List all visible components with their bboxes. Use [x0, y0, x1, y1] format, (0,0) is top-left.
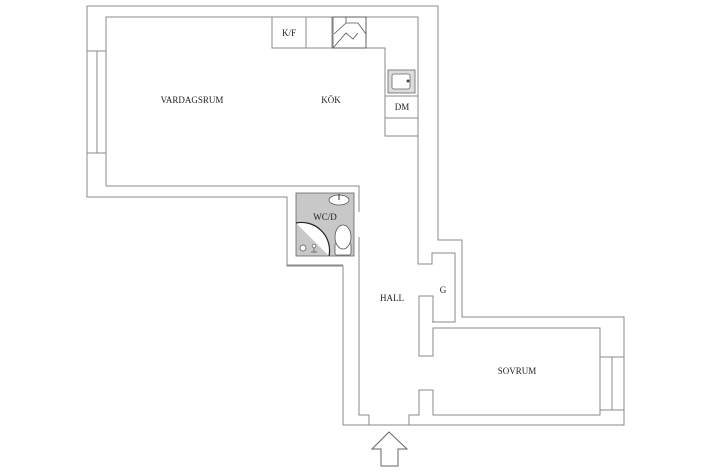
stove-hood-icon	[332, 16, 367, 49]
outer-wall	[86, 5, 625, 426]
sink-icon	[387, 69, 416, 94]
window-living	[87, 50, 106, 154]
inner-wall-hall	[358, 237, 601, 425]
toilet-icon	[334, 224, 352, 256]
room-label-hall: HALL	[380, 293, 404, 303]
inner-wall-living-bottom	[106, 185, 360, 212]
bathroom	[295, 192, 355, 257]
room-label-bedroom: SOVRUM	[497, 366, 537, 376]
label-wardrobe: G	[439, 285, 447, 295]
label-dishwasher: DM	[394, 102, 410, 112]
shower-arc	[295, 221, 331, 257]
room-label-living: VARDAGSRUM	[160, 95, 224, 105]
room-label-bathroom: WC/D	[313, 212, 337, 222]
inner-wall-living-kitchen	[105, 16, 456, 323]
window-bedroom	[600, 356, 624, 411]
label-fridge-freezer: K/F	[281, 28, 297, 38]
room-label-kitchen: KÖK	[321, 95, 341, 105]
entrance-arrow-icon	[370, 431, 409, 467]
